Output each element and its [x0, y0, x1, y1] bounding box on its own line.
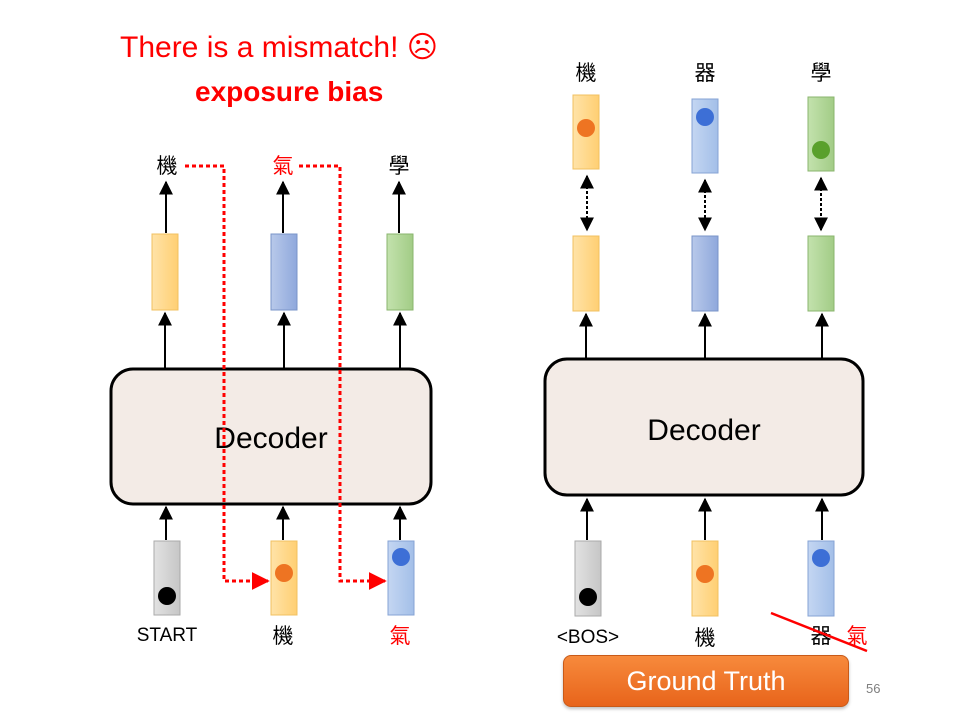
right-input-orange-dot: [696, 565, 714, 583]
right-target-dot-green: [812, 141, 830, 159]
right-diagram: 機 器 學 Decoder: [543, 61, 868, 653]
left-decoder-box: [109, 367, 433, 506]
left-input-start-dot: [158, 587, 176, 605]
right-target-dot-blue: [696, 108, 714, 126]
left-input-label-1: START: [137, 625, 198, 646]
left-output-1: 機: [157, 154, 178, 178]
right-target-vector-green: [807, 96, 835, 172]
left-input-blue-dot: [392, 548, 410, 566]
right-target-2: 器: [695, 61, 716, 85]
left-vector-blue: [270, 233, 298, 311]
left-input-blue-vector: [387, 540, 415, 616]
left-output-3: 學: [389, 154, 410, 178]
right-target-dot-orange: [577, 119, 595, 137]
right-output-vector-orange: [572, 235, 600, 312]
left-input-label-3: 氣: [390, 624, 411, 648]
left-output-2: 氣: [273, 154, 294, 178]
page-number: 56: [866, 681, 881, 696]
left-vector-green: [386, 233, 414, 311]
left-diagram: 機 氣 學 Decoder START 機 氣: [109, 154, 433, 648]
right-strike-line: [770, 611, 868, 653]
right-decoder-label: Decoder: [647, 414, 760, 447]
right-input-label-2: 機: [695, 626, 716, 650]
right-input-bos-dot: [579, 588, 597, 606]
right-wrong-token: 氣: [847, 624, 868, 648]
right-target-1: 機: [576, 61, 597, 85]
feedback-path-1: [185, 164, 270, 590]
right-output-vector-green: [807, 235, 835, 312]
title-line-1: There is a mismatch! ☹: [120, 31, 439, 64]
left-input-orange-dot: [275, 564, 293, 582]
right-target-3: 學: [811, 61, 832, 85]
left-vector-orange: [151, 233, 179, 311]
title-line-2: exposure bias: [195, 76, 384, 107]
ground-truth-badge: Ground Truth: [563, 655, 849, 707]
right-output-vector-blue: [691, 235, 719, 312]
left-decoder-label: Decoder: [214, 422, 327, 455]
right-decoder-box: [543, 357, 865, 497]
left-input-label-2: 機: [273, 624, 294, 648]
feedback-path-2: [299, 164, 387, 590]
right-input-label-1: <BOS>: [557, 627, 619, 648]
right-input-blue-dot: [812, 549, 830, 567]
